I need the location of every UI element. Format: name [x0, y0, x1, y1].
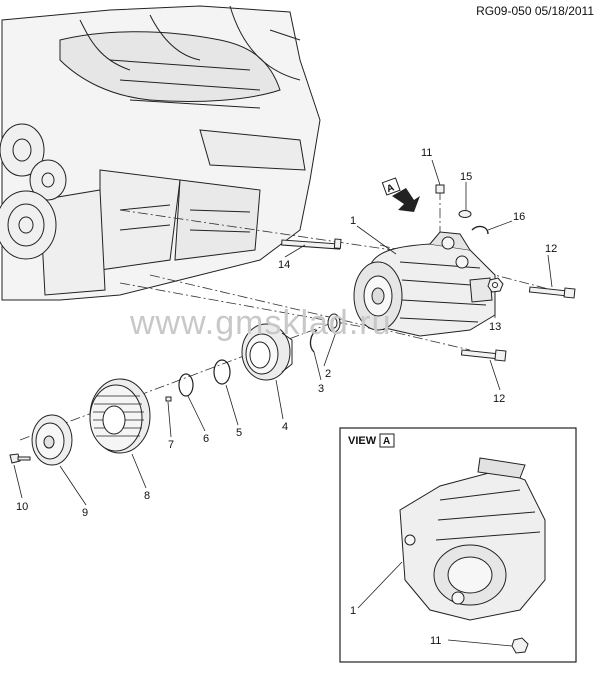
part-10-bolt — [9, 453, 31, 464]
bolt-12-upper — [528, 286, 576, 299]
part-9-hub — [31, 414, 73, 466]
callout-3: 3 — [318, 383, 324, 395]
part-6-ring — [178, 373, 194, 397]
leader-lines — [13, 159, 553, 647]
part-3-snap-ring — [309, 329, 318, 353]
watermark: www.gmsklad.ru — [129, 304, 392, 342]
nut-13 — [487, 277, 504, 293]
view-box-label: VIEW — [348, 435, 377, 447]
part-4-coil — [241, 323, 293, 381]
callout-7: 7 — [168, 439, 174, 451]
engine-pulleys — [0, 123, 67, 260]
callout-12-upper: 12 — [545, 243, 557, 255]
part-7-key — [165, 396, 172, 402]
callout-16: 16 — [513, 211, 525, 223]
part-8-pulley — [89, 378, 151, 454]
bolt-12-lower — [460, 349, 507, 362]
fittings — [435, 184, 489, 235]
callout-10: 10 — [16, 501, 28, 513]
ac-compressor — [353, 231, 496, 337]
callout-5: 5 — [236, 427, 242, 439]
callout-2: 2 — [325, 368, 331, 380]
callout-numbers: 1 2 3 4 5 6 7 8 9 10 11 12 12 13 14 15 1… — [16, 147, 557, 647]
view-arrow-letter: A — [385, 182, 396, 195]
callout-13: 13 — [489, 321, 501, 333]
callout-15: 15 — [460, 171, 472, 183]
callout-4: 4 — [282, 421, 288, 433]
callout-view-1: 1 — [350, 605, 356, 617]
callout-1: 1 — [350, 215, 356, 227]
callout-12-lower: 12 — [493, 393, 505, 405]
view-a-inset: VIEW A — [339, 427, 577, 663]
part-2-shim — [327, 313, 341, 333]
callout-view-11: 11 — [430, 635, 441, 647]
bolt-14 — [281, 238, 342, 250]
callout-9: 9 — [82, 507, 88, 519]
callout-6: 6 — [203, 433, 209, 445]
compressor-view-a — [399, 457, 546, 621]
callout-8: 8 — [144, 490, 150, 502]
callout-14: 14 — [278, 259, 290, 271]
diagram-reference: RG09-050 05/18/2011 — [476, 4, 594, 18]
callout-11: 11 — [421, 147, 432, 159]
view-a-arrow: A — [381, 177, 420, 212]
part-5-ring — [213, 359, 231, 385]
engine-block — [1, 5, 321, 301]
view-box-letter: A — [383, 436, 390, 447]
